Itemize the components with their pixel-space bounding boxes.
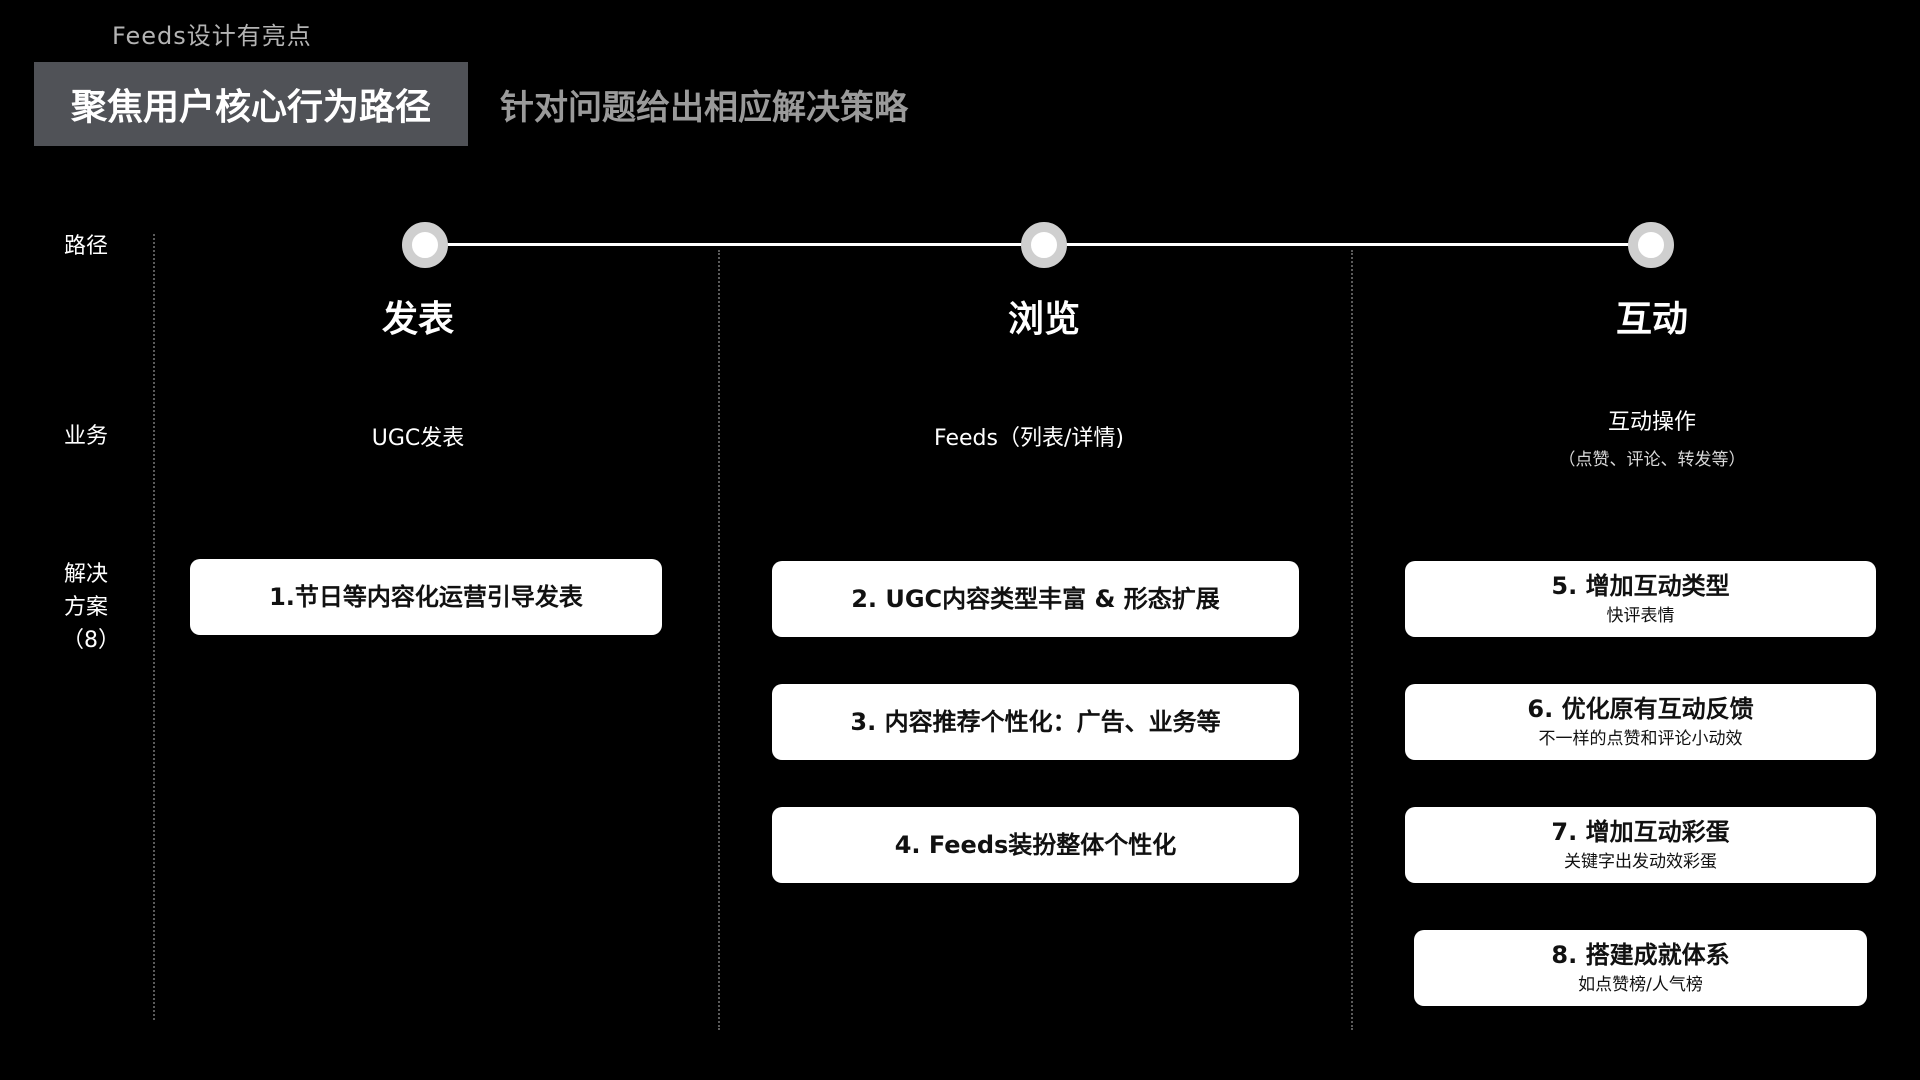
solution-card-7: 7. 增加互动彩蛋 关键字出发动效彩蛋 <box>1405 807 1876 883</box>
solution-card-note: 快评表情 <box>1606 606 1675 626</box>
stage-title-publish: 发表 <box>381 299 454 340</box>
timeline-node-interact <box>1628 222 1674 268</box>
eyebrow-text: Feeds设计有亮点 <box>112 22 312 50</box>
stage-title-interact: 互动 <box>1615 299 1688 340</box>
stage-title-browse: 浏览 <box>1007 299 1080 340</box>
solution-card-title: 5. 增加互动类型 <box>1551 572 1730 600</box>
solution-card-2: 2. UGC内容类型丰富 & 形态扩展 <box>772 561 1299 637</box>
business-publish: UGC发表 <box>371 426 465 451</box>
solution-card-note: 不一样的点赞和评论小动效 <box>1538 729 1743 749</box>
timeline-node-publish <box>402 222 448 268</box>
solution-card-title: 8. 搭建成就体系 <box>1551 941 1730 969</box>
solution-card-5: 5. 增加互动类型 快评表情 <box>1405 561 1876 637</box>
solution-card-8: 8. 搭建成就体系 如点赞榜/人气榜 <box>1414 930 1867 1006</box>
solution-card-title: 4. Feeds装扮整体个性化 <box>894 831 1177 859</box>
solution-card-title: 3. 内容推荐个性化：广告、业务等 <box>850 708 1221 736</box>
page-subtitle: 针对问题给出相应解决策略 <box>500 88 908 128</box>
column-divider <box>718 250 720 1030</box>
column-divider <box>1351 250 1353 1030</box>
row-label-solution-2: 方案 <box>64 595 109 620</box>
column-divider <box>153 234 155 1020</box>
row-label-business: 业务 <box>64 424 109 449</box>
business-browse: Feeds（列表/详情) <box>934 426 1124 451</box>
row-label-solution-3: （8） <box>62 628 120 653</box>
row-label-solution-1: 解决 <box>64 562 109 587</box>
solution-card-note: 如点赞榜/人气榜 <box>1578 975 1703 995</box>
solution-card-note: 关键字出发动效彩蛋 <box>1564 852 1717 872</box>
business-interact: 互动操作 <box>1607 410 1696 435</box>
solution-card-title: 1.节日等内容化运营引导发表 <box>269 583 583 611</box>
business-interact-note: （点赞、评论、转发等） <box>1558 450 1746 470</box>
solution-card-6: 6. 优化原有互动反馈 不一样的点赞和评论小动效 <box>1405 684 1876 760</box>
solution-card-title: 6. 优化原有互动反馈 <box>1527 695 1754 723</box>
solution-card-1: 1.节日等内容化运营引导发表 <box>190 559 662 635</box>
solution-card-title: 2. UGC内容类型丰富 & 形态扩展 <box>851 585 1220 613</box>
solution-card-3: 3. 内容推荐个性化：广告、业务等 <box>772 684 1299 760</box>
timeline-node-browse <box>1021 222 1067 268</box>
row-label-path: 路径 <box>64 234 109 259</box>
page-title: 聚焦用户核心行为路径 <box>34 62 468 146</box>
solution-card-title: 7. 增加互动彩蛋 <box>1551 818 1730 846</box>
solution-card-4: 4. Feeds装扮整体个性化 <box>772 807 1299 883</box>
